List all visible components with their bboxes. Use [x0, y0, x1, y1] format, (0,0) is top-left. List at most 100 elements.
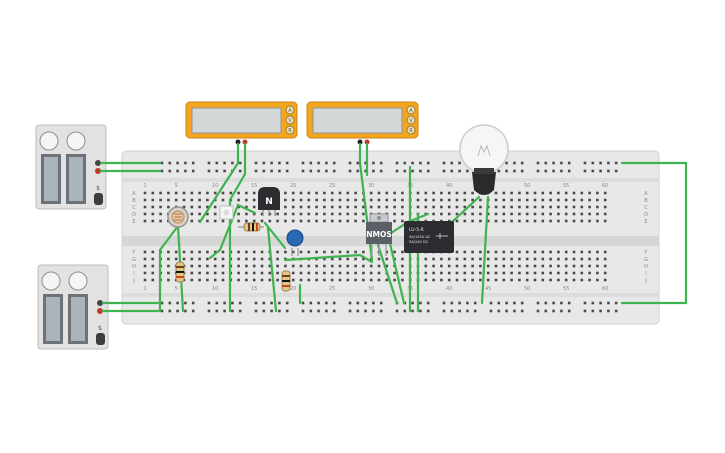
breadboard-hole[interactable]	[541, 198, 545, 202]
breadboard-hole[interactable]	[223, 161, 226, 165]
breadboard-hole[interactable]	[174, 257, 178, 261]
breadboard-hole[interactable]	[502, 278, 506, 282]
breadboard-hole[interactable]	[463, 264, 467, 268]
breadboard-hole[interactable]	[549, 271, 552, 275]
multimeter-left[interactable]: A V R	[185, 101, 298, 145]
breadboard-hole[interactable]	[525, 205, 529, 209]
breadboard-hole[interactable]	[276, 278, 279, 282]
breadboard-hole[interactable]	[213, 278, 217, 282]
breadboard-hole[interactable]	[564, 212, 568, 216]
breadboard-hole[interactable]	[401, 219, 404, 223]
breadboard-hole[interactable]	[518, 250, 521, 254]
breadboard-hole[interactable]	[513, 161, 516, 165]
breadboard-hole[interactable]	[190, 219, 194, 223]
breadboard-hole[interactable]	[471, 205, 474, 209]
breadboard-hole[interactable]	[237, 198, 240, 202]
breadboard-hole[interactable]	[238, 169, 242, 173]
breadboard-hole[interactable]	[354, 205, 357, 209]
breadboard-hole[interactable]	[479, 205, 482, 209]
breadboard-hole[interactable]	[143, 205, 147, 209]
breadboard-hole[interactable]	[432, 257, 435, 261]
breadboard-hole[interactable]	[385, 198, 389, 202]
breadboard-hole[interactable]	[479, 271, 482, 275]
breadboard-hole[interactable]	[564, 271, 568, 275]
breadboard-hole[interactable]	[544, 161, 548, 165]
breadboard-hole[interactable]	[603, 205, 607, 209]
breadboard-hole[interactable]	[505, 301, 508, 305]
breadboard-hole[interactable]	[291, 271, 295, 275]
breadboard-hole[interactable]	[323, 191, 326, 195]
breadboard-hole[interactable]	[307, 250, 311, 254]
breadboard-hole[interactable]	[520, 161, 524, 165]
breadboard-hole[interactable]	[471, 219, 474, 223]
breadboard-hole[interactable]	[221, 250, 225, 254]
breadboard-hole[interactable]	[160, 301, 164, 305]
breadboard-hole[interactable]	[369, 271, 373, 275]
breadboard-hole[interactable]	[190, 278, 194, 282]
breadboard-hole[interactable]	[580, 198, 584, 202]
breadboard-hole[interactable]	[564, 191, 568, 195]
breadboard-hole[interactable]	[167, 278, 170, 282]
breadboard-hole[interactable]	[299, 212, 303, 216]
breadboard-hole[interactable]	[278, 169, 281, 173]
breadboard-hole[interactable]	[364, 301, 367, 305]
knob-icon[interactable]	[68, 271, 88, 291]
breadboard-hole[interactable]	[221, 278, 225, 282]
breadboard-hole[interactable]	[270, 301, 273, 305]
breadboard-hole[interactable]	[252, 264, 256, 268]
breadboard-hole[interactable]	[596, 191, 599, 195]
breadboard-hole[interactable]	[174, 198, 178, 202]
breadboard-hole[interactable]	[603, 278, 607, 282]
breadboard-hole[interactable]	[486, 212, 490, 216]
breadboard-hole[interactable]	[317, 309, 320, 313]
breadboard-hole[interactable]	[260, 250, 264, 254]
breadboard-hole[interactable]	[450, 301, 454, 305]
breadboard-hole[interactable]	[473, 301, 477, 305]
breadboard-hole[interactable]	[372, 309, 375, 313]
breadboard-hole[interactable]	[330, 205, 334, 209]
breadboard-hole[interactable]	[614, 169, 618, 173]
breadboard-hole[interactable]	[315, 198, 318, 202]
breadboard-hole[interactable]	[237, 257, 240, 261]
breadboard-hole[interactable]	[505, 169, 508, 173]
breadboard-hole[interactable]	[603, 219, 607, 223]
breadboard-hole[interactable]	[533, 257, 537, 261]
breadboard-hole[interactable]	[215, 161, 219, 165]
breadboard-hole[interactable]	[567, 309, 571, 313]
breadboard-hole[interactable]	[411, 309, 414, 313]
breadboard-hole[interactable]	[455, 278, 459, 282]
breadboard-hole[interactable]	[591, 161, 595, 165]
breadboard-hole[interactable]	[254, 161, 258, 165]
breadboard-holes[interactable]	[143, 161, 618, 313]
breadboard-hole[interactable]	[426, 301, 430, 305]
breadboard-hole[interactable]	[588, 198, 591, 202]
breadboard-hole[interactable]	[471, 191, 474, 195]
breadboard-hole[interactable]	[309, 301, 313, 305]
breadboard-hole[interactable]	[401, 278, 404, 282]
breadboard-hole[interactable]	[450, 169, 454, 173]
power-switch-icon[interactable]	[94, 193, 103, 205]
breadboard-hole[interactable]	[557, 198, 560, 202]
breadboard-hole[interactable]	[184, 169, 187, 173]
breadboard-hole[interactable]	[176, 301, 179, 305]
breadboard-hole[interactable]	[362, 257, 365, 261]
breadboard-hole[interactable]	[332, 301, 336, 305]
breadboard-hole[interactable]	[536, 169, 540, 173]
breadboard-hole[interactable]	[221, 257, 225, 261]
breadboard-hole[interactable]	[346, 219, 350, 223]
breadboard-hole[interactable]	[307, 271, 311, 275]
breadboard-hole[interactable]	[518, 212, 521, 216]
breadboard-hole[interactable]	[182, 191, 186, 195]
breadboard-hole[interactable]	[325, 169, 328, 173]
breadboard-hole[interactable]	[362, 212, 365, 216]
breadboard-hole[interactable]	[330, 198, 334, 202]
breadboard-hole[interactable]	[455, 257, 459, 261]
breadboard-hole[interactable]	[401, 191, 404, 195]
breadboard-hole[interactable]	[395, 169, 399, 173]
breadboard-hole[interactable]	[497, 169, 501, 173]
breadboard-hole[interactable]	[207, 309, 211, 313]
breadboard-hole[interactable]	[544, 169, 548, 173]
breadboard-hole[interactable]	[505, 309, 508, 313]
breadboard-hole[interactable]	[510, 191, 513, 195]
breadboard-hole[interactable]	[354, 198, 357, 202]
